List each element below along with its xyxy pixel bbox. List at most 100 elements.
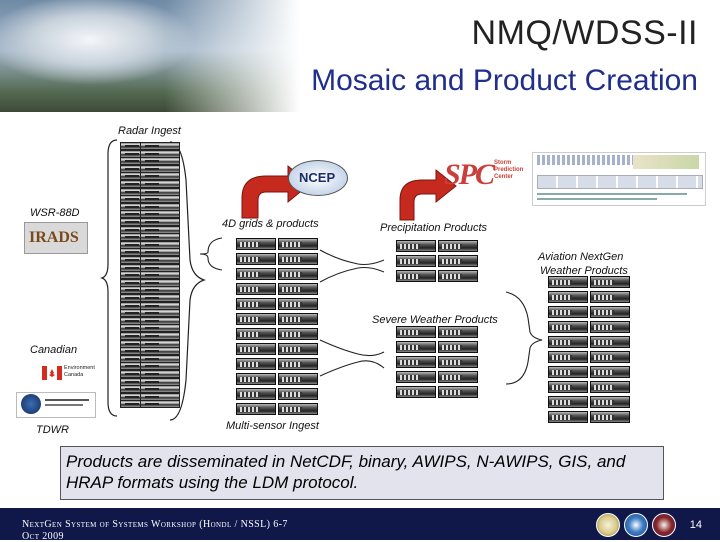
products-to-aviation-brace (505, 291, 543, 385)
aviation-server-unit (548, 351, 588, 363)
grid-server-unit (278, 388, 318, 400)
radar-ingest-right-brace (169, 141, 206, 421)
radar-server-unit (140, 385, 180, 394)
radar-server-unit (140, 142, 180, 150)
aviation-server-unit (590, 336, 630, 348)
radar-server-unit (140, 286, 180, 295)
precip-server-unit (438, 255, 478, 267)
irads-logo: IRADS (24, 222, 88, 254)
radar-server-unit (140, 263, 180, 272)
radar-server-unit (140, 248, 180, 257)
radar-server-unit (140, 187, 180, 196)
severe-server-unit (438, 356, 478, 368)
ncep-logo: NCEP (288, 160, 348, 196)
aviation-server-unit (548, 306, 588, 318)
aviation-server-unit (590, 366, 630, 378)
severe-server-unit (438, 371, 478, 383)
radar-server-unit (140, 256, 180, 264)
faa-logo (16, 392, 96, 418)
aviation-server-unit (548, 396, 588, 408)
grids-to-severe-brace (319, 339, 385, 377)
radar-server-unit (140, 294, 180, 302)
grid-server-unit (236, 283, 276, 295)
radar-server-unit (140, 172, 180, 181)
severe-server-unit (438, 326, 478, 338)
aviation-server-unit (590, 381, 630, 393)
radar-server-unit (140, 339, 180, 348)
aviation-label-line1: Aviation NextGen (538, 251, 624, 263)
radar-server-unit (140, 195, 180, 204)
spc-logo: SPC Storm Prediction Center (444, 154, 524, 202)
spc-logo-mark: SPC (444, 158, 495, 191)
radar-server-unit (140, 377, 180, 386)
grids-to-precip-brace (319, 249, 385, 283)
radar-server-unit (140, 240, 180, 249)
aviation-server-unit (548, 291, 588, 303)
aviation-server-unit (548, 381, 588, 393)
radar-server-unit (140, 332, 180, 340)
precip-label: Precipitation Products (380, 222, 487, 234)
grid-server-unit (278, 313, 318, 325)
severe-server-unit (396, 371, 436, 383)
wsr88d-label: WSR-88D (30, 207, 80, 219)
noaa-logo-icon (624, 513, 648, 537)
aviation-server-unit (548, 321, 588, 333)
tdwr-label: TDWR (36, 424, 69, 436)
canada-flag-icon (42, 366, 62, 380)
grid-server-unit (236, 313, 276, 325)
aviation-server-unit (590, 411, 630, 423)
grids-left-brace (199, 237, 223, 271)
radar-server-unit (140, 392, 180, 401)
severe-server-unit (396, 386, 436, 398)
spc-logo-caption: Storm Prediction Center (494, 160, 523, 181)
radar-server-unit (140, 316, 180, 325)
page-number: 14 (689, 519, 702, 531)
ncep-logo-text: NCEP (299, 170, 336, 185)
radar-server-unit (140, 324, 180, 333)
radar-server-unit (140, 157, 180, 166)
dissemination-note-text: Products are disseminated in NetCDF, bin… (66, 452, 626, 492)
severe-server-unit (438, 386, 478, 398)
aviation-label-line2: Weather Products (540, 265, 628, 277)
multisensor-label: Multi-sensor Ingest (226, 420, 319, 432)
faa-seal-icon (21, 394, 41, 414)
grid-server-unit (278, 268, 318, 280)
grid-server-unit (278, 298, 318, 310)
radar-server-unit (140, 309, 180, 318)
spc-logo-caption-line3: Center (494, 174, 514, 180)
severe-server-unit (396, 326, 436, 338)
radar-server-unit (140, 370, 180, 378)
precip-server-unit (396, 240, 436, 252)
radar-server-unit (140, 301, 180, 310)
severe-server-unit (438, 341, 478, 353)
grid-server-unit (236, 328, 276, 340)
dissemination-note-box (60, 446, 664, 500)
grid-server-unit (236, 268, 276, 280)
radar-server-unit (140, 210, 180, 219)
aviation-server-unit (548, 336, 588, 348)
aviation-server-unit (548, 411, 588, 423)
grids-label: 4D grids & products (222, 218, 319, 230)
grid-server-unit (236, 343, 276, 355)
precip-server-unit (438, 270, 478, 282)
spc-arrow (399, 168, 457, 221)
precip-server-unit (396, 270, 436, 282)
grid-server-unit (278, 343, 318, 355)
radar-server-unit (140, 164, 180, 173)
radar-server-unit (140, 180, 180, 188)
radar-server-unit (140, 271, 180, 280)
grid-server-unit (278, 253, 318, 265)
aviation-server-unit (590, 276, 630, 288)
header-storm-photo (0, 0, 300, 112)
environment-canada-text: Environment Canada (64, 365, 95, 379)
severe-server-unit (396, 341, 436, 353)
radar-server-unit (140, 400, 180, 409)
radar-ingest-label: Radar Ingest (118, 125, 181, 137)
grid-server-unit (278, 238, 318, 250)
severe-server-unit (396, 356, 436, 368)
environment-canada-logo: Environment Canada (40, 360, 95, 386)
aviation-server-unit (590, 306, 630, 318)
aviation-webpage-thumbnail (532, 152, 706, 206)
radar-server-unit (140, 233, 180, 242)
grid-server-unit (236, 388, 276, 400)
